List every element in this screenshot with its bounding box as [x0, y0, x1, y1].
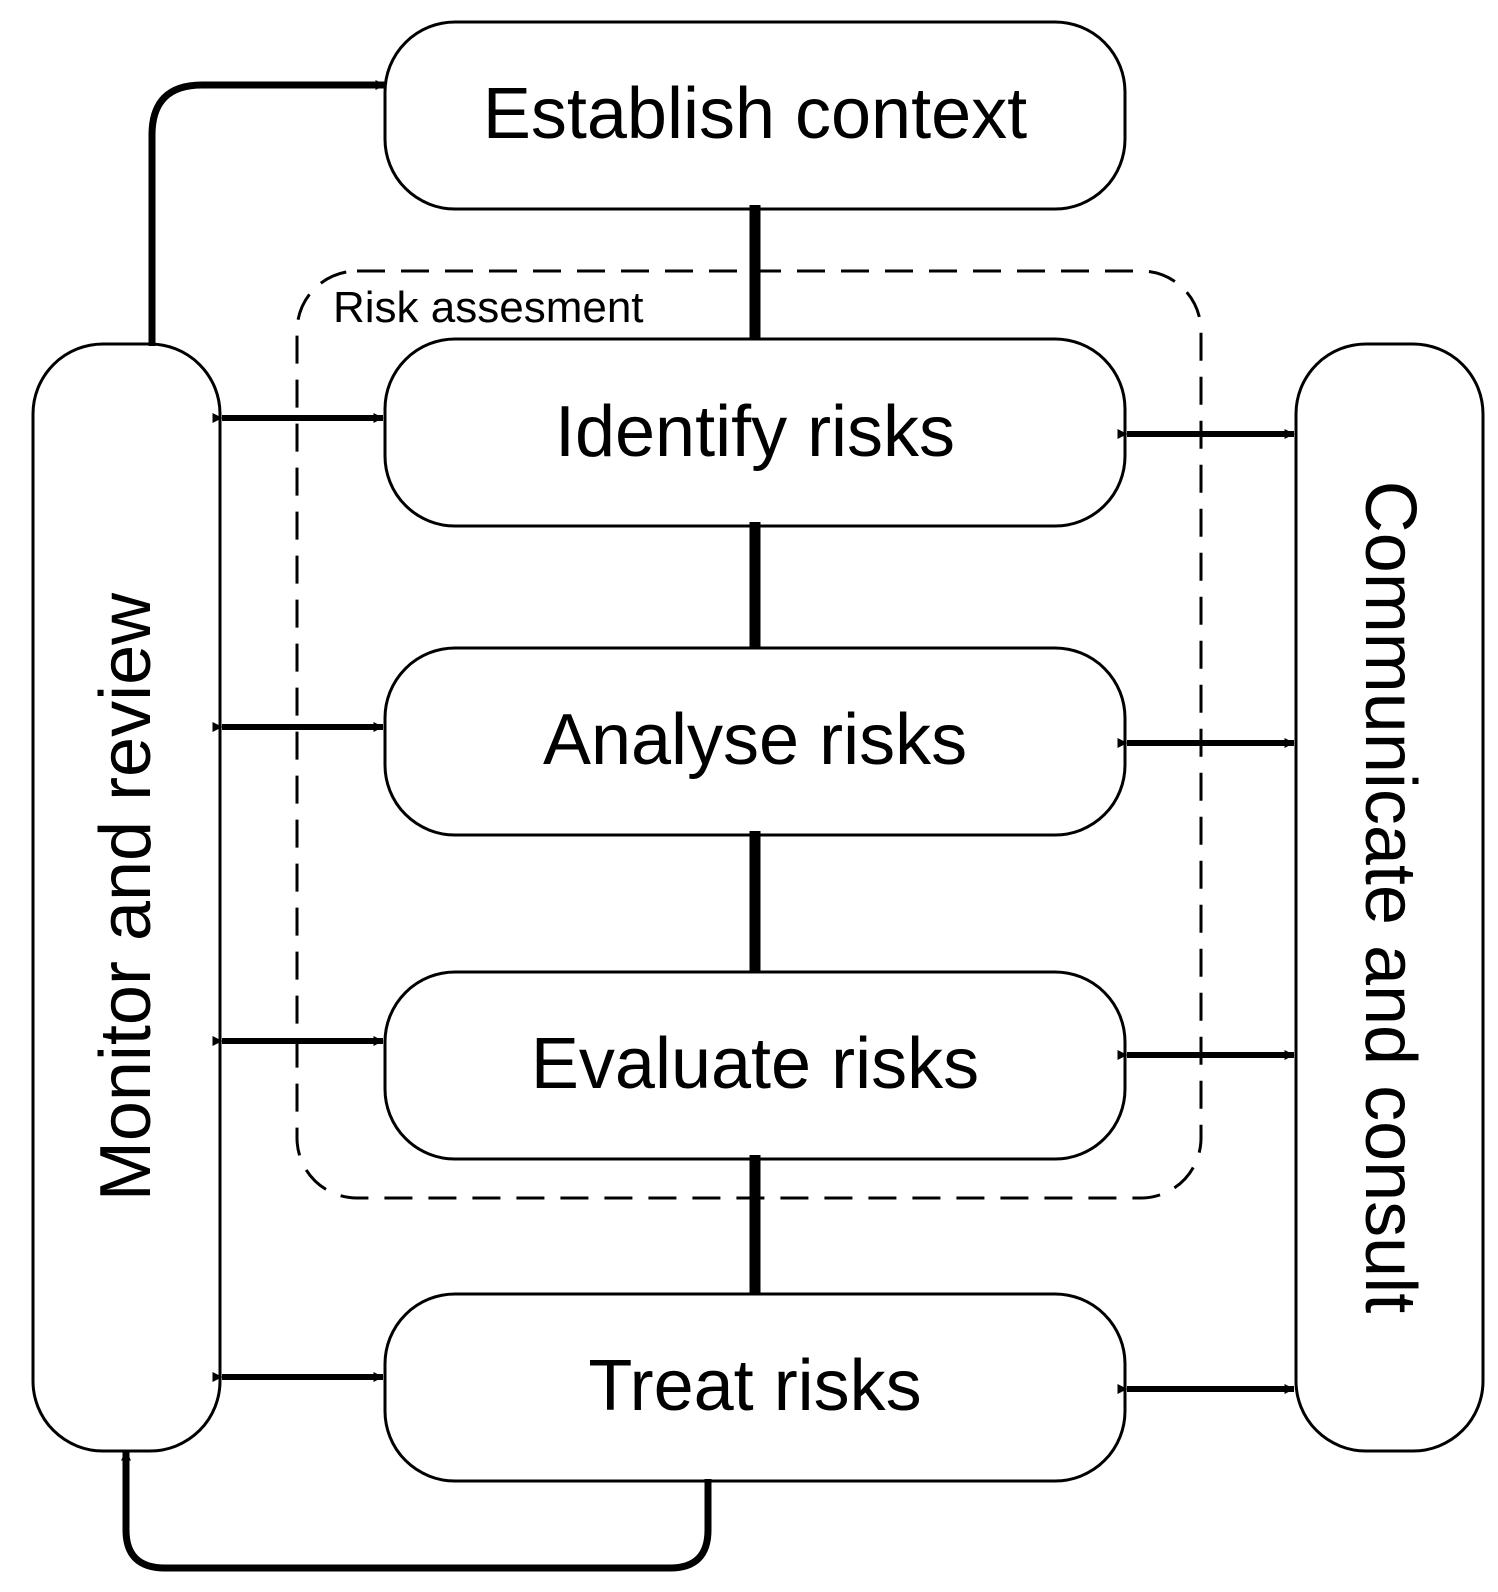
evaluate-risks-label: Evaluate risks [531, 1024, 979, 1104]
arrow-monitor-to-establish [148, 80, 386, 346]
monitor-review-label: Monitor and review [86, 592, 166, 1201]
risk-assessment-group [295, 269, 1203, 1200]
communicate-consult-box [1294, 342, 1485, 1453]
risk-assessment-label: Risk assesment [333, 283, 644, 332]
communicate-consult-label: Communicate and consult [1350, 481, 1430, 1313]
treat-risks-label: Treat risks [588, 1346, 921, 1426]
establish-context-label: Establish context [483, 74, 1027, 154]
analyse-risks-label: Analyse risks [543, 700, 967, 780]
arrow-treat-to-monitor [121, 1450, 712, 1572]
identify-risks-label: Identify risks [555, 392, 955, 472]
